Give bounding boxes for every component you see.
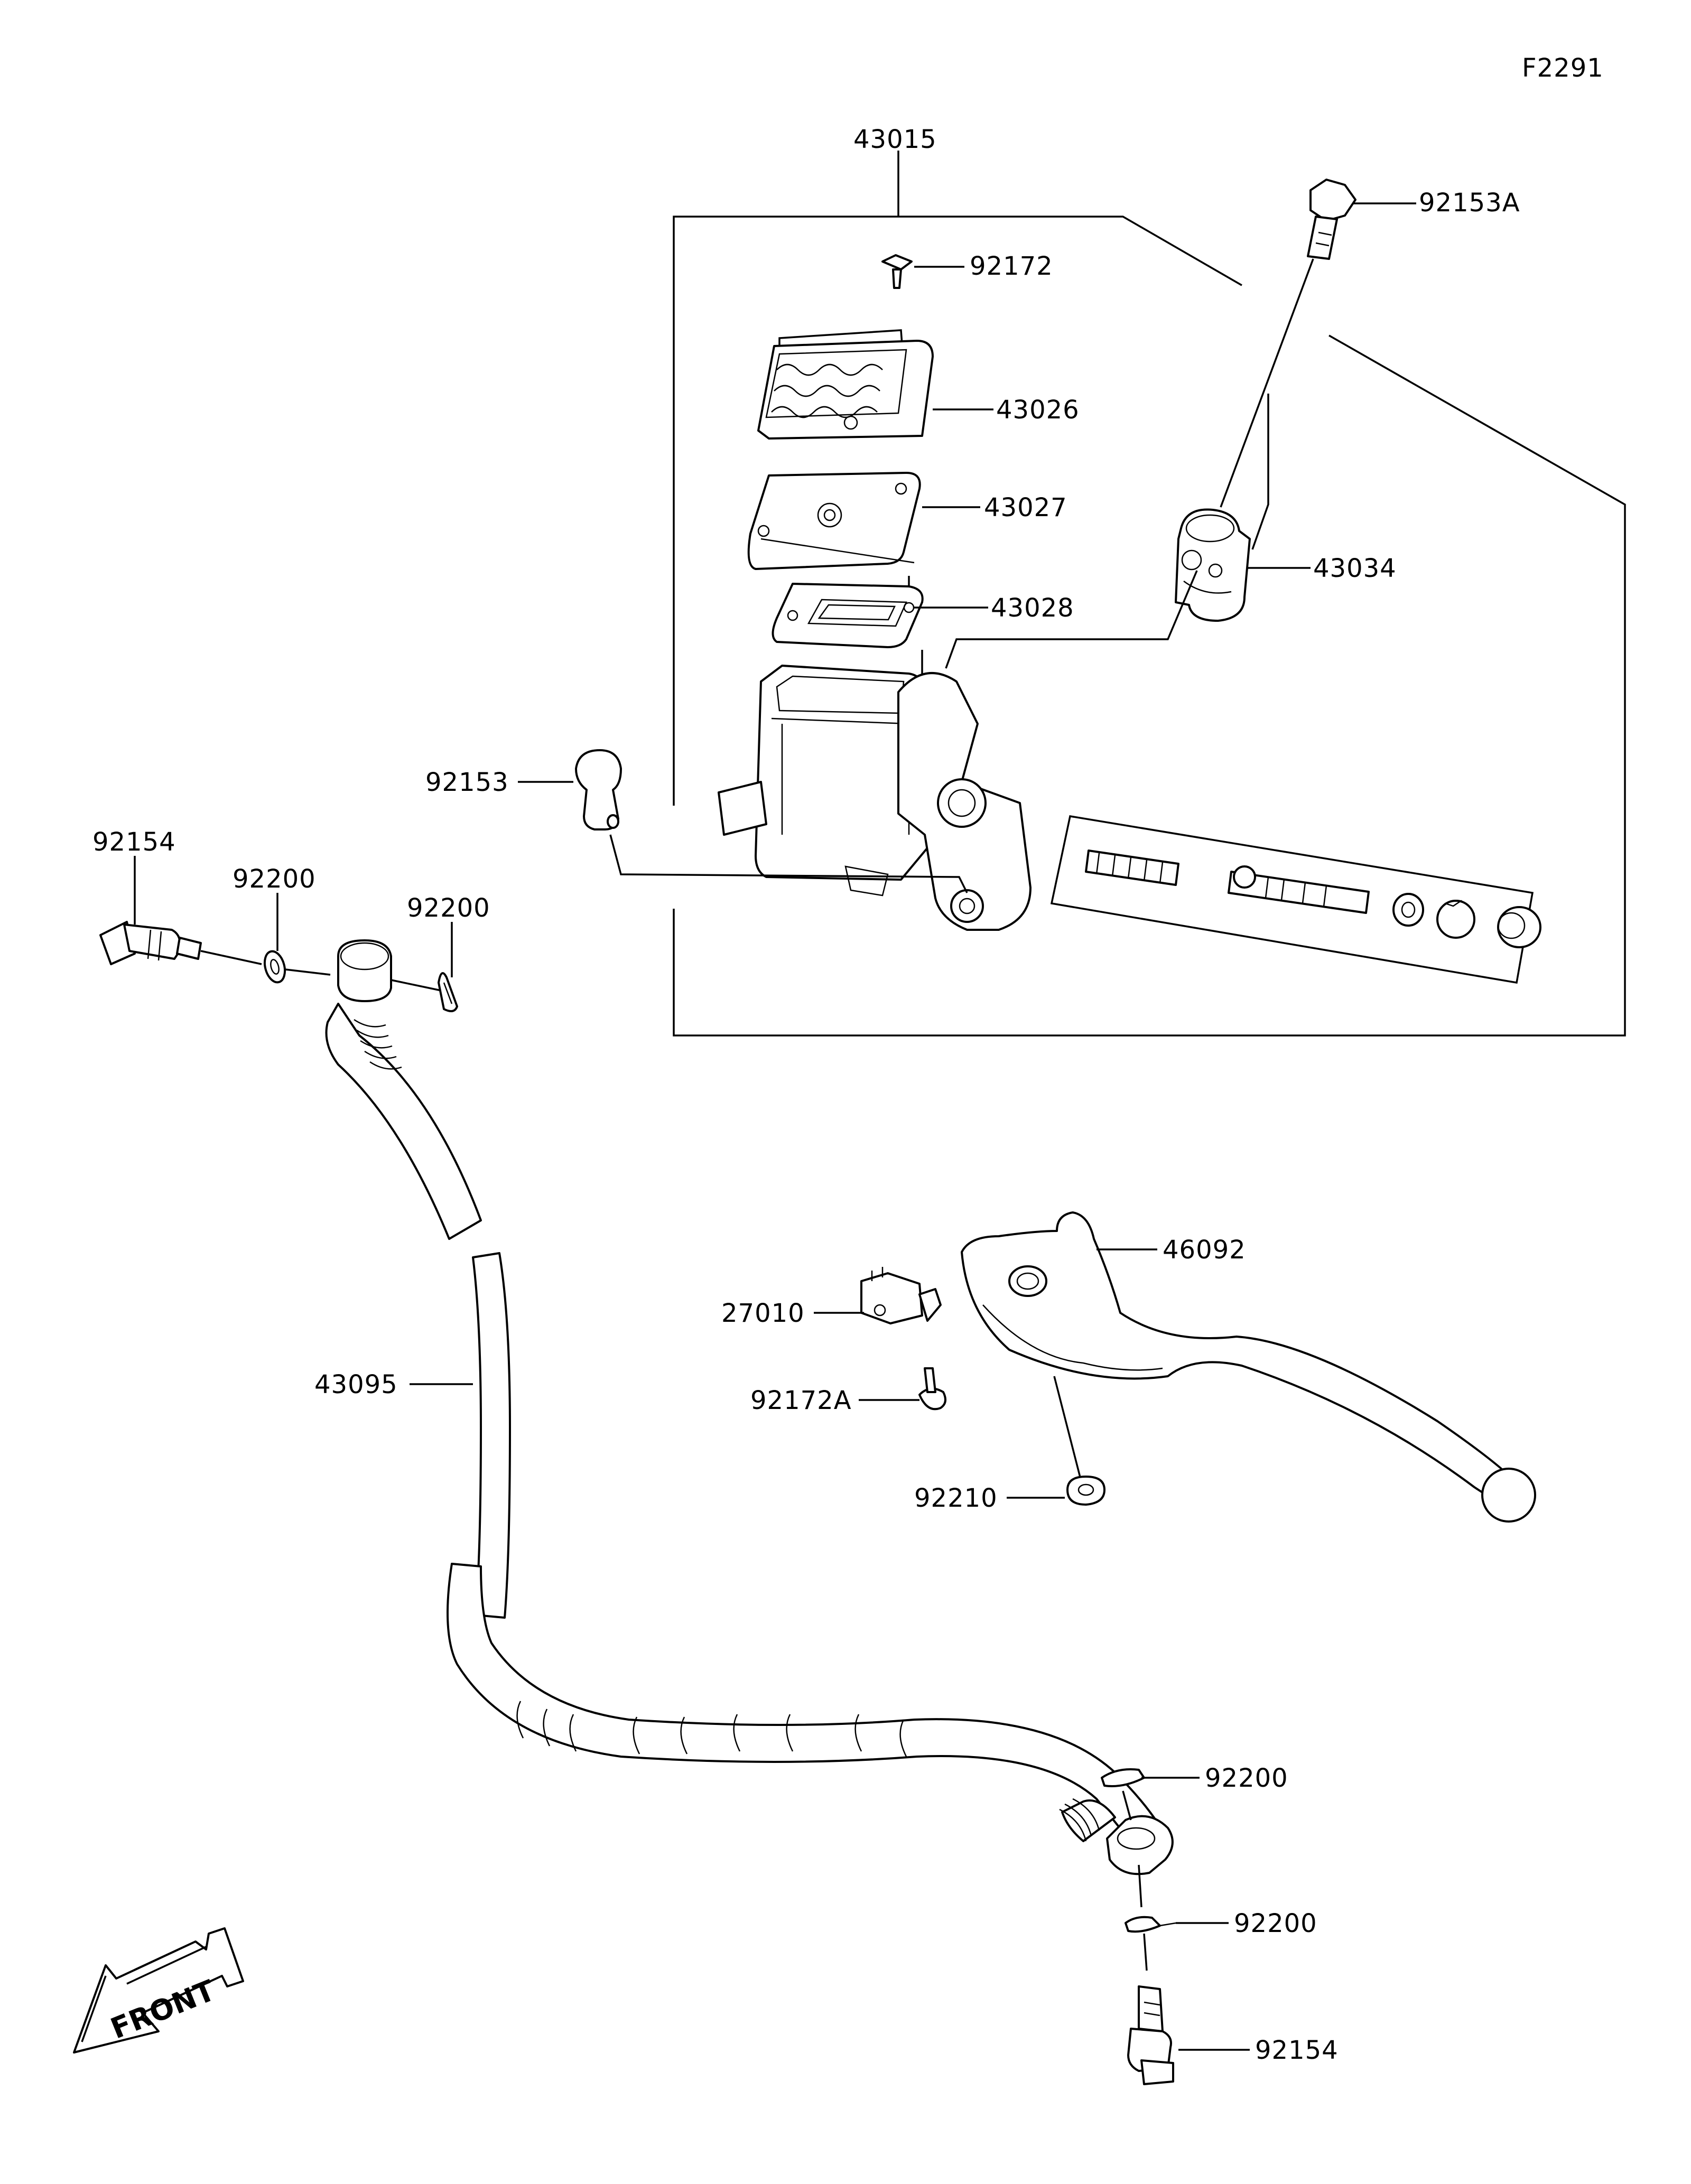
banjo-fitting-top	[337, 939, 392, 1002]
screw-92172	[881, 254, 913, 289]
label-92154-top: 92154	[92, 827, 176, 857]
washer-92200-a	[263, 950, 286, 984]
leader-43034-to-body	[945, 570, 1198, 669]
leader-92210-line	[1053, 1376, 1082, 1480]
label-43015: 43015	[853, 125, 937, 154]
leader-axis-bottom-3	[1143, 1933, 1148, 1971]
bolt-92154-bottom	[1127, 1985, 1174, 2085]
bolt-92153A	[1307, 179, 1356, 260]
label-43027: 43027	[984, 493, 1067, 522]
screw-92172A	[918, 1367, 946, 1411]
lever-46092	[961, 1211, 1536, 1523]
label-92172A: 92172A	[750, 1386, 852, 1415]
switch-27010	[860, 1267, 942, 1324]
washer-92200-d	[1125, 1916, 1176, 1933]
banjo-fitting-bottom	[1106, 1815, 1174, 1875]
leader-92153A-line	[1220, 258, 1314, 508]
front-arrow: FRONT	[73, 1927, 244, 2054]
label-46092: 46092	[1163, 1235, 1246, 1265]
figure-code: F2291	[1522, 53, 1604, 83]
cap-92153	[575, 749, 622, 830]
diaphragm-43028	[772, 583, 924, 648]
label-43034: 43034	[1313, 554, 1397, 583]
assembly-box-43015	[673, 151, 1626, 1037]
label-43026: 43026	[996, 395, 1080, 425]
label-92210: 92210	[914, 1483, 998, 1513]
label-43028: 43028	[991, 593, 1074, 623]
label-92153: 92153	[425, 768, 509, 797]
cap-43026	[757, 340, 934, 440]
leader-axis-bottom-1	[1122, 1790, 1132, 1821]
label-92200-d: 92200	[1234, 1909, 1317, 1938]
label-92200-c: 92200	[1205, 1763, 1288, 1793]
leader-axis-bottom-2	[1138, 1864, 1142, 1908]
label-92200-b: 92200	[407, 893, 490, 923]
plate-43027	[747, 472, 921, 570]
piston-kit	[1050, 815, 1541, 984]
label-43095: 43095	[314, 1370, 398, 1399]
label-92153A: 92153A	[1419, 188, 1520, 218]
leader-92153-to-body	[609, 834, 968, 893]
nut-92210	[1066, 1476, 1105, 1506]
holder-43034	[1175, 508, 1251, 622]
master-cylinder-body	[718, 665, 1032, 931]
leader-axis-left-2	[285, 968, 331, 976]
bolt-92154-top	[99, 921, 202, 965]
leader-43034-bracket	[1251, 394, 1269, 550]
label-92172: 92172	[970, 251, 1053, 281]
label-92200-a: 92200	[233, 864, 316, 894]
washer-92200-b	[438, 972, 458, 1012]
leader-axis-right	[391, 979, 442, 992]
label-27010: 27010	[721, 1299, 805, 1328]
leader-axis-left	[200, 950, 262, 965]
brake-hose-43095	[325, 1003, 1164, 1853]
label-92154-bottom: 92154	[1255, 2036, 1339, 2065]
